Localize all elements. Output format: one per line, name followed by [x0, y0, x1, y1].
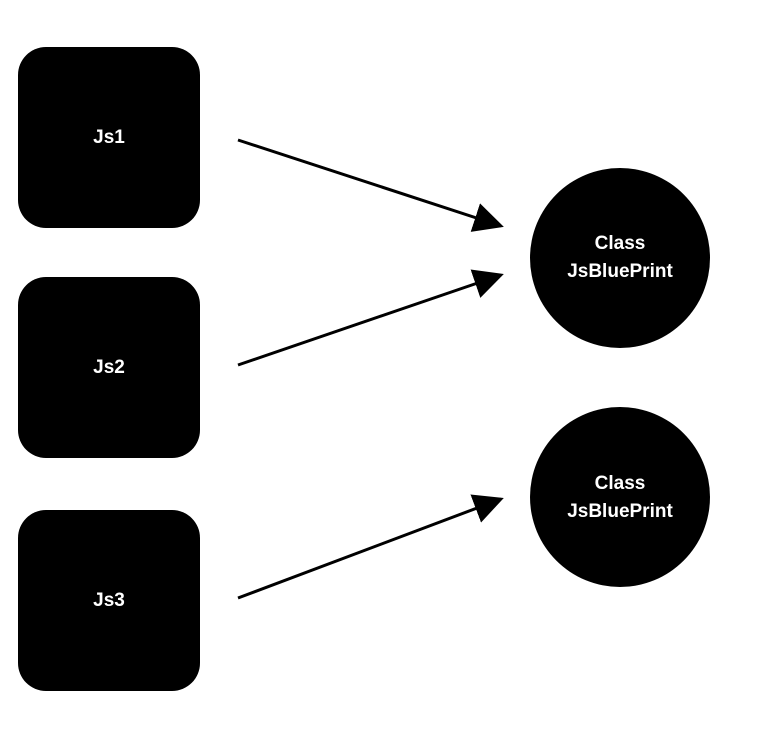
node-class-b[interactable]: Class JsBluePrint: [530, 407, 710, 587]
node-js2[interactable]: Js2: [18, 277, 200, 458]
node-js1-label: Js1: [93, 127, 125, 148]
node-js2-box: [18, 277, 200, 458]
node-js3[interactable]: Js3: [18, 510, 200, 691]
node-class-a-label-line2: JsBluePrint: [567, 261, 673, 282]
edge-js3-to-class-b: [237, 494, 504, 600]
node-js2-label: Js2: [93, 357, 125, 378]
edge-js1-to-class-a: [237, 138, 504, 232]
node-class-b-circle: [530, 407, 710, 587]
edge-js2-to-class-a: [237, 269, 504, 367]
node-class-a[interactable]: Class JsBluePrint: [530, 168, 710, 348]
node-class-b-label-line1: Class: [595, 473, 646, 494]
node-js1-box: [18, 47, 200, 228]
node-class-a-label-line1: Class: [595, 233, 646, 254]
node-js3-label: Js3: [93, 590, 125, 611]
edges: [237, 138, 504, 600]
node-js3-box: [18, 510, 200, 691]
node-js1[interactable]: Js1: [18, 47, 200, 228]
node-class-b-label-line2: JsBluePrint: [567, 501, 673, 522]
node-class-a-circle: [530, 168, 710, 348]
